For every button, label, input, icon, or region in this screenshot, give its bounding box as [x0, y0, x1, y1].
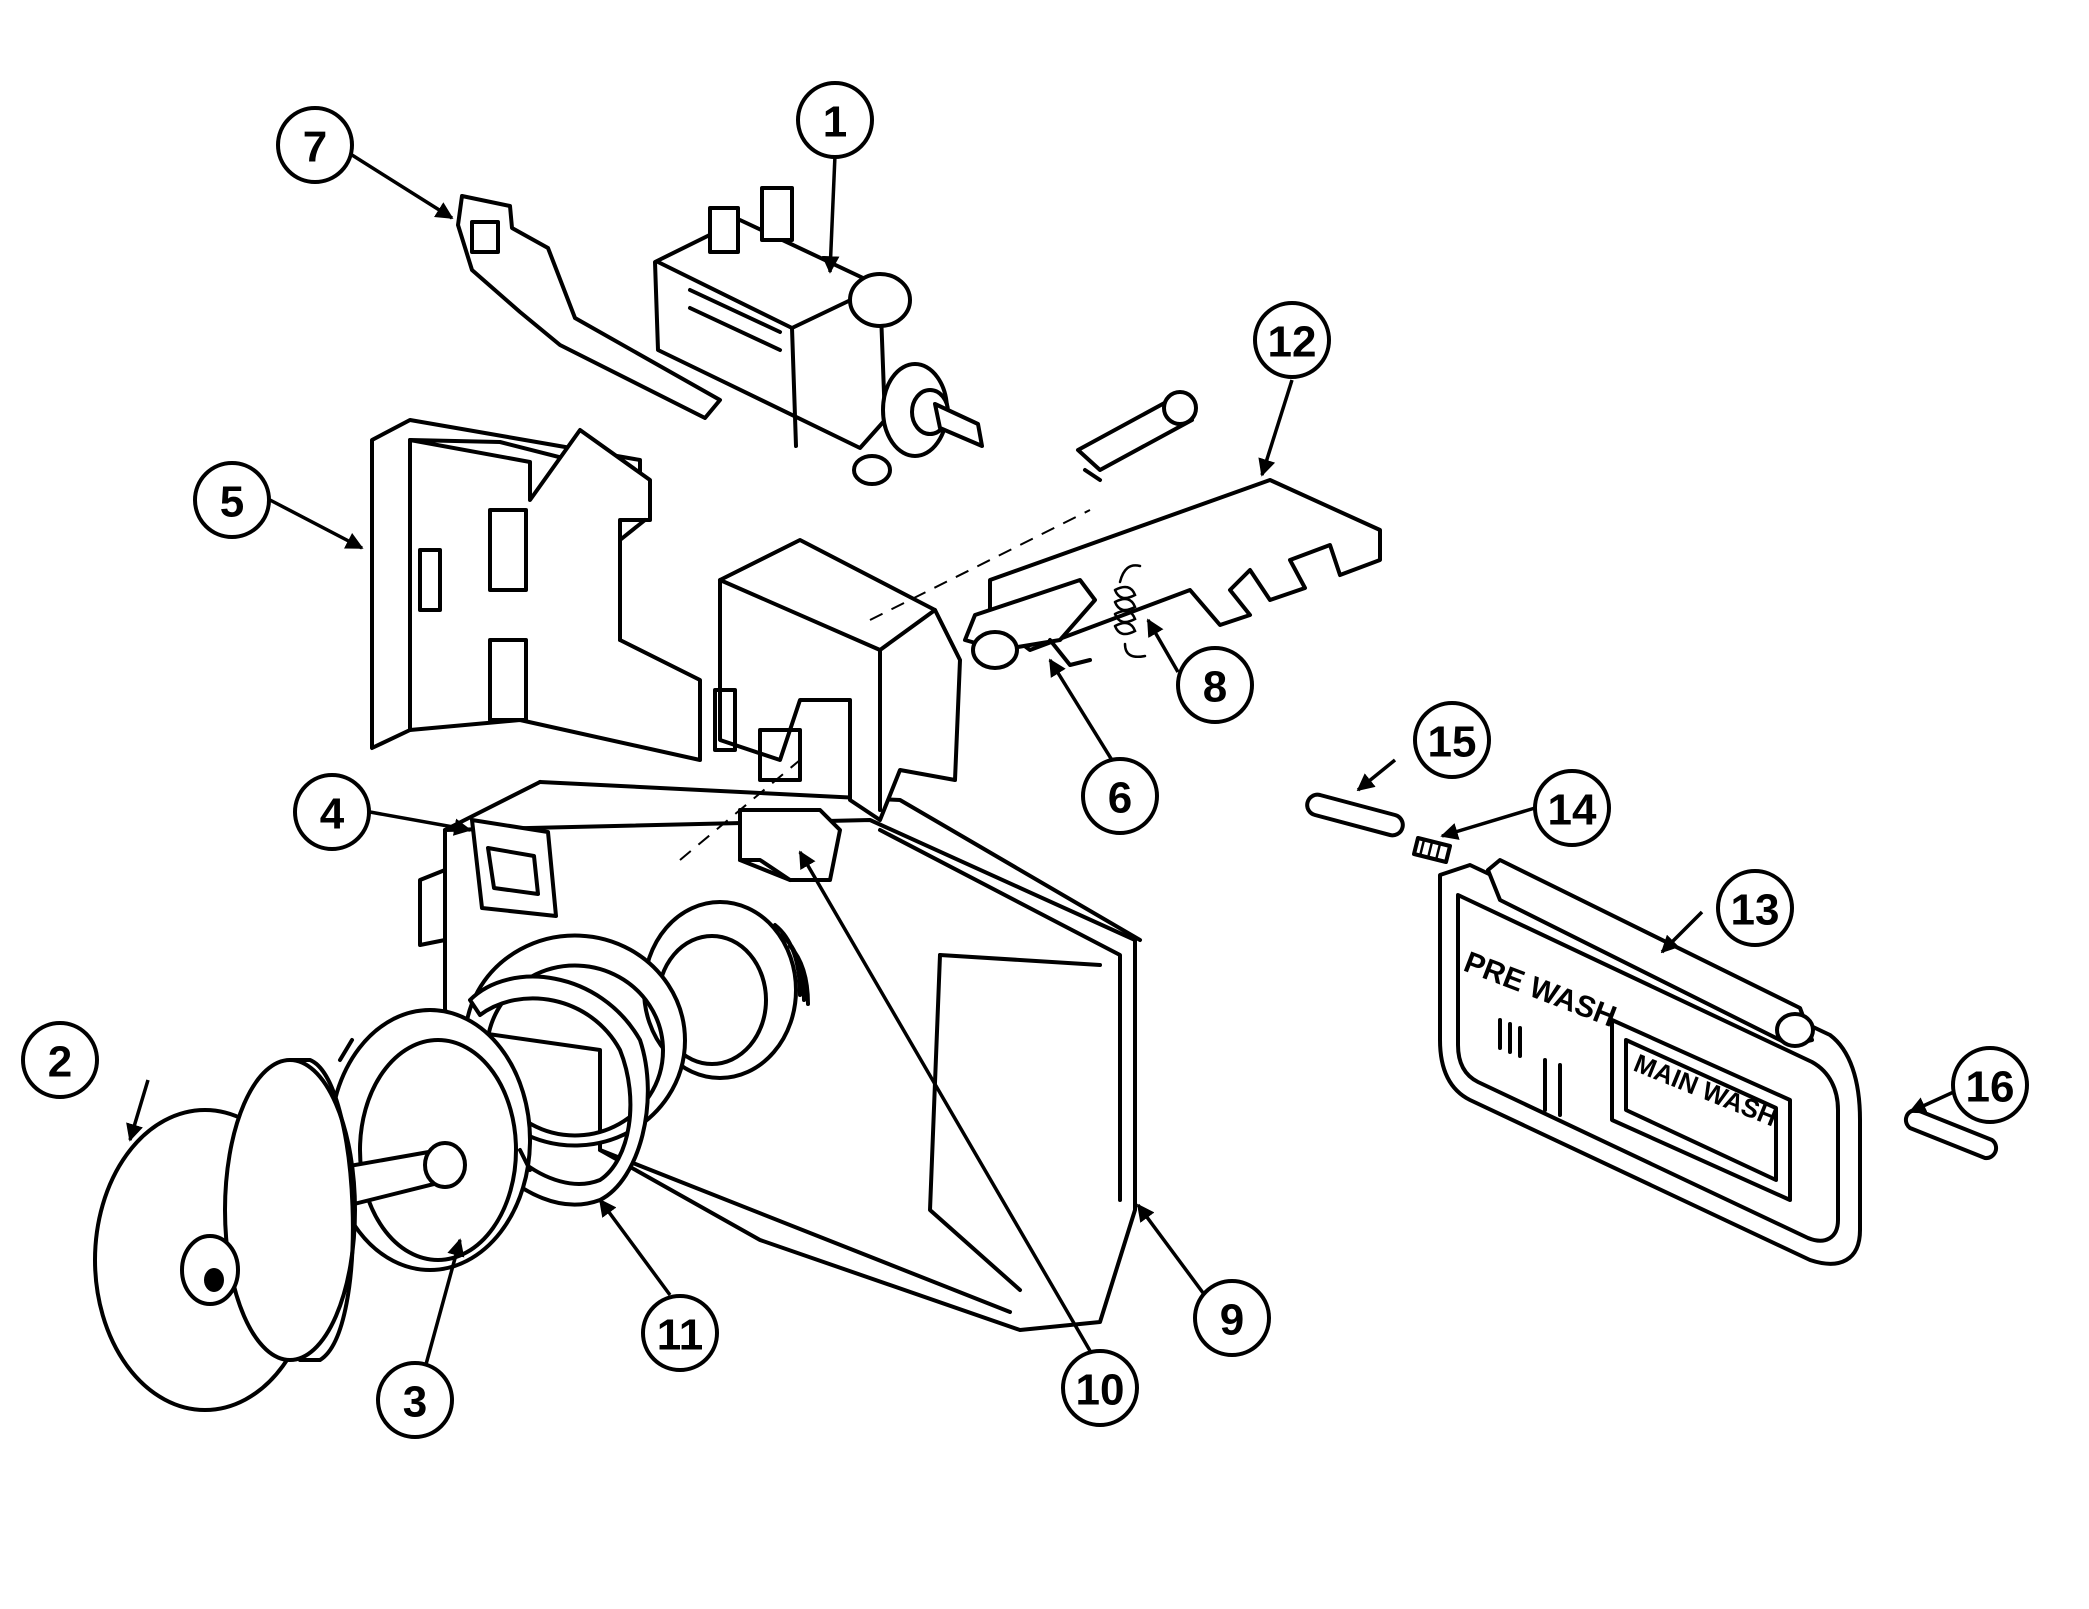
callout-label: 4 [320, 790, 345, 839]
part-retaining-ring [328, 1008, 532, 1272]
callout-label: 11 [657, 1311, 704, 1360]
callout-16: 16 [1951, 1046, 2029, 1124]
part-switch [653, 186, 984, 486]
callout-13: 13 [1716, 869, 1794, 947]
callout-label: 6 [1108, 774, 1132, 823]
part-spring [1113, 564, 1147, 658]
part-small-spring [1412, 836, 1452, 864]
part-housing-top [713, 538, 962, 822]
callout-label: 2 [48, 1038, 72, 1087]
callout-15: 15 [1413, 701, 1491, 779]
assembly-guide-lines [679, 509, 1091, 861]
callout-8: 8 [1176, 646, 1254, 724]
callout-label: 12 [1268, 318, 1317, 367]
callout-4: 4 [293, 773, 371, 851]
callout-11: 11 [641, 1294, 719, 1372]
callout-label: 9 [1220, 1296, 1244, 1345]
leader-lines [126, 153, 1959, 1369]
callout-label: 5 [220, 478, 244, 527]
callout-2: 2 [21, 1021, 99, 1099]
callout-label: 14 [1548, 786, 1597, 835]
callout-10: 10 [1061, 1349, 1139, 1427]
callout-label: 3 [403, 1378, 427, 1427]
callout-label: 1 [823, 98, 847, 147]
callout-12: 12 [1253, 301, 1331, 379]
callout-1: 1 [796, 81, 874, 159]
part-pin-15 [1305, 792, 1405, 838]
part-knob [93, 1058, 467, 1412]
callout-label: 16 [1966, 1063, 2015, 1112]
callout-6: 6 [1081, 757, 1159, 835]
callout-14: 14 [1533, 769, 1611, 847]
callout-5: 5 [193, 461, 271, 539]
callout-label: 7 [303, 123, 327, 172]
callout-3: 3 [376, 1361, 454, 1439]
part-cover-panel: PRE WASH MAIN WASH [1438, 858, 1862, 1266]
callout-label: 10 [1076, 1366, 1125, 1415]
part-latch-pin [963, 578, 1097, 670]
part-mounting-bracket [370, 418, 702, 762]
callout-label: 8 [1203, 663, 1227, 712]
callout-9: 9 [1193, 1279, 1271, 1357]
callout-label: 13 [1731, 886, 1780, 935]
callout-7: 7 [276, 106, 354, 184]
callout-label: 15 [1428, 718, 1477, 767]
part-lever-bracket [456, 194, 722, 420]
part-button [418, 818, 558, 947]
